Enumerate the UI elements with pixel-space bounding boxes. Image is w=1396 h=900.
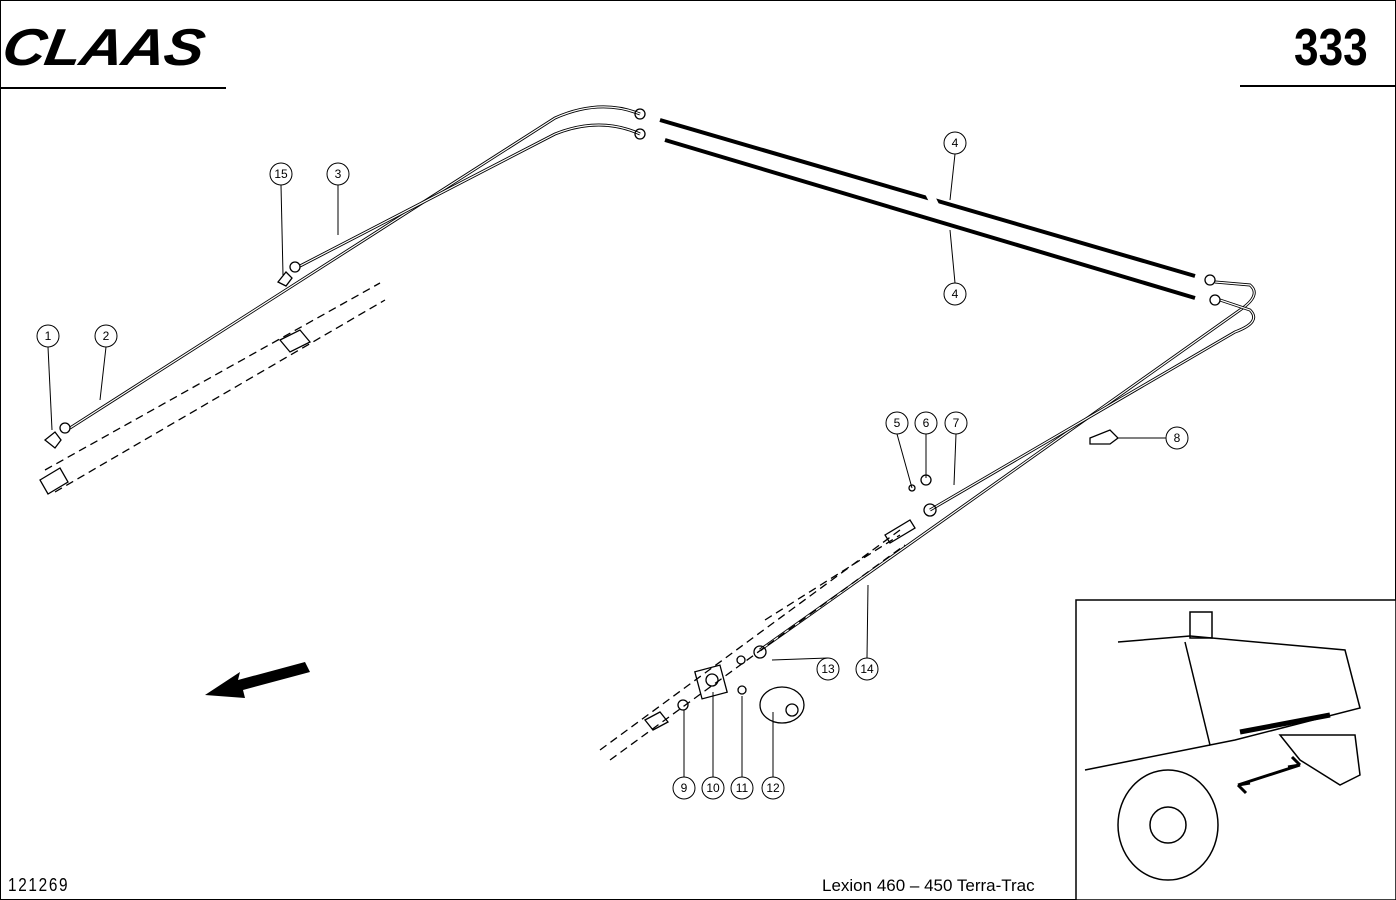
model-label: Lexion 460 – 450 Terra-Trac [822, 876, 1035, 895]
hose-break-mark [921, 183, 944, 217]
callout-8: 8 [1165, 426, 1189, 450]
wheel-icon [1117, 769, 1219, 881]
callout-2: 2 [94, 324, 118, 348]
leader-line [896, 433, 913, 489]
cylinder-outline-left [44, 282, 386, 493]
leader-lines [47, 153, 1166, 777]
callout-label: 5 [894, 416, 901, 430]
callout-10: 10 [701, 776, 725, 800]
header-rule-left [0, 87, 226, 89]
callout-circle [943, 131, 967, 155]
callout-circle [885, 411, 909, 435]
page-number: 333 [1294, 19, 1368, 77]
callout-label: 4 [952, 136, 959, 150]
callout-circle [1165, 426, 1189, 450]
pipe-3 [299, 123, 641, 268]
callout-4: 4 [943, 282, 967, 306]
callout-circle [761, 776, 785, 800]
leader-line [949, 229, 956, 284]
callout-12: 12 [761, 776, 785, 800]
leader-line [953, 433, 957, 486]
hose-4-lower [664, 138, 1196, 300]
direction-arrow-icon [205, 662, 310, 698]
pipe-3-inner [299, 124, 641, 267]
callout-circle [730, 776, 754, 800]
leader-line [771, 657, 829, 661]
callout-label: 11 [736, 781, 749, 795]
callout-label: 14 [860, 662, 874, 676]
callout-15: 15 [269, 162, 293, 186]
cylinder-outline-right [599, 529, 906, 761]
callout-circle [816, 657, 840, 681]
inset-location-view [1075, 599, 1396, 900]
callout-9: 9 [672, 776, 696, 800]
callout-label: 12 [766, 781, 780, 795]
callout-label: 6 [923, 416, 930, 430]
leader-line [99, 346, 107, 401]
callout-label: 3 [335, 167, 342, 181]
callout-circle [855, 657, 879, 681]
callout-label: 7 [953, 416, 960, 430]
header-rule-right [1240, 85, 1396, 87]
callout-1: 1 [36, 324, 60, 348]
callout-14: 14 [855, 657, 879, 681]
callout-label: 10 [706, 781, 720, 795]
callout-4: 4 [943, 131, 967, 155]
leader-line [949, 153, 956, 201]
callout-circle [943, 282, 967, 306]
callout-circle [269, 162, 293, 186]
callout-circle [36, 324, 60, 348]
pipe-7 [929, 298, 1256, 512]
callout-circle [326, 162, 350, 186]
leader-line [47, 346, 53, 431]
callout-13: 13 [816, 657, 840, 681]
fittings [39, 108, 1221, 731]
callout-circle [914, 411, 938, 435]
callout-label: 9 [681, 781, 688, 795]
callout-label: 2 [103, 329, 110, 343]
leader-line [280, 184, 284, 276]
callout-circle [944, 411, 968, 435]
callout-label: 15 [274, 167, 288, 181]
callout-circle [672, 776, 696, 800]
pipe-7-inner [929, 299, 1255, 511]
callout-11: 11 [730, 776, 754, 800]
callout-label: 8 [1174, 431, 1181, 445]
pipe-14-inner [759, 281, 1255, 651]
pipe-2-inner [69, 106, 641, 429]
double-arrow-icon [1236, 755, 1302, 795]
callout-label: 13 [821, 662, 835, 676]
leader-line [866, 584, 869, 659]
callout-circle [701, 776, 725, 800]
callout-7: 7 [944, 411, 968, 435]
callout-3: 3 [326, 162, 350, 186]
callout-label: 4 [952, 287, 959, 301]
callout-label: 1 [45, 329, 52, 343]
pipe-2 [69, 105, 641, 430]
callout-5: 5 [885, 411, 909, 435]
callout-6: 6 [914, 411, 938, 435]
document-number: 121269 [8, 875, 70, 895]
callout-circle [94, 324, 118, 348]
